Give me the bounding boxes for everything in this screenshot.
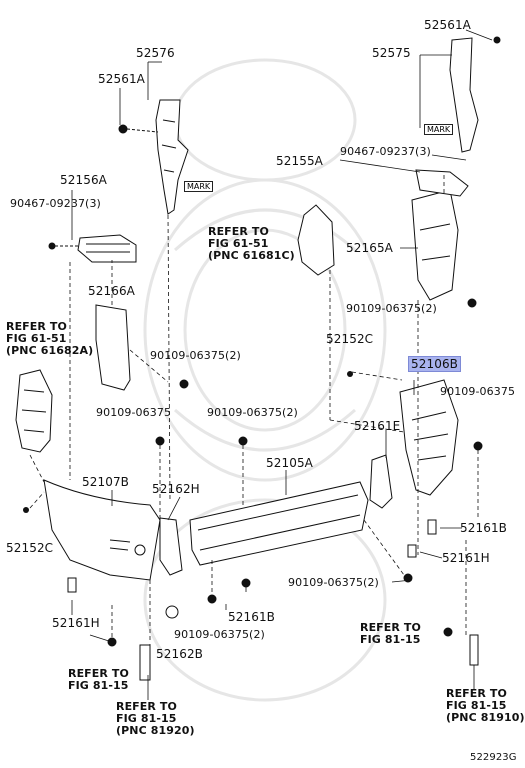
part-52162H (159, 517, 183, 576)
part-61682A (15, 369, 53, 453)
dashed-lines (29, 175, 479, 640)
leader-lines (71, 29, 493, 700)
part-52161E (369, 454, 393, 509)
label-52105A: 52105A (266, 456, 313, 470)
label-52152C-right: 52152C (326, 332, 374, 346)
label-refer-81910: REFER TO FIG 81-15 (PNC 81910) (446, 687, 525, 724)
label-52156A: 52156A (60, 173, 107, 187)
label-90109-a: 90109-06375(2) (150, 349, 241, 362)
label-90109-e: 90109-06375(2) (346, 302, 437, 315)
label-52165A: 52165A (346, 241, 393, 255)
label-52162B: 52162B (156, 647, 204, 661)
label-52161H-right: 52161H (442, 551, 490, 565)
bracket-52575 (449, 37, 479, 153)
label-52161E: 52161E (354, 419, 401, 433)
clips-52161 (67, 519, 437, 593)
screw-90467-left (48, 242, 80, 250)
part-61681C (297, 204, 335, 276)
label-refer-81920: REFER TO FIG 81-15 (PNC 81920) (116, 700, 195, 737)
label-refer-61681C: REFER TO FIG 61-51 (PNC 61681C) (208, 225, 295, 262)
label-90467-left: 90467-09237(3) (10, 197, 101, 210)
label-52162H: 52162H (152, 482, 200, 496)
label-90109-d: 90109-06375(2) (174, 628, 265, 641)
label-52152C-left: 52152C (6, 541, 54, 555)
bolt-52561A-left (118, 124, 159, 134)
part-52166A (95, 304, 131, 391)
part-81910 (443, 627, 479, 666)
reinforcement-52105A (189, 481, 369, 566)
retainer-52155A (415, 169, 469, 197)
label-52576: 52576 (136, 46, 175, 60)
label-52161B-right: 52161B (460, 521, 508, 535)
label-52161B-mid: 52161B (228, 610, 276, 624)
label-refer-8115-right: REFER TO FIG 81-15 (360, 621, 421, 646)
label-52106B[interactable]: 52106B (408, 356, 462, 372)
label-52161H-left: 52161H (52, 616, 100, 630)
bumper-52107B (43, 479, 161, 581)
label-90109-f: 90109-06375 (440, 385, 516, 398)
label-52155A: 52155A (276, 154, 323, 168)
label-90467-right: 90467-09237(3) (340, 145, 431, 158)
label-52166A: 52166A (88, 284, 135, 298)
mark-left: MARK (184, 181, 214, 192)
label-90109-b: 90109-06375 (96, 406, 172, 419)
bracket-52576 (155, 99, 189, 215)
bolt-52561A-right (493, 36, 501, 44)
label-90109-c: 90109-06375(2) (207, 406, 298, 419)
mark-right: MARK (424, 124, 454, 135)
label-52561A-right: 52561A (424, 18, 471, 32)
label-refer-61682A: REFER TO FIG 61-51 (PNC 61682A) (6, 320, 94, 357)
part-52165A (411, 189, 459, 301)
label-refer-8115-left: REFER TO FIG 81-15 (68, 667, 129, 692)
label-90109-g: 90109-06375(2) (288, 576, 379, 589)
label-52107B: 52107B (82, 475, 130, 489)
diagram-code: 522923G (470, 752, 517, 763)
clip-52152C-left (23, 507, 29, 513)
label-52575: 52575 (372, 46, 411, 60)
bumper-52106B (399, 379, 459, 496)
clip-52152C-right (347, 371, 353, 377)
label-52561A-left: 52561A (98, 72, 145, 86)
retainer-52156A (77, 234, 137, 263)
